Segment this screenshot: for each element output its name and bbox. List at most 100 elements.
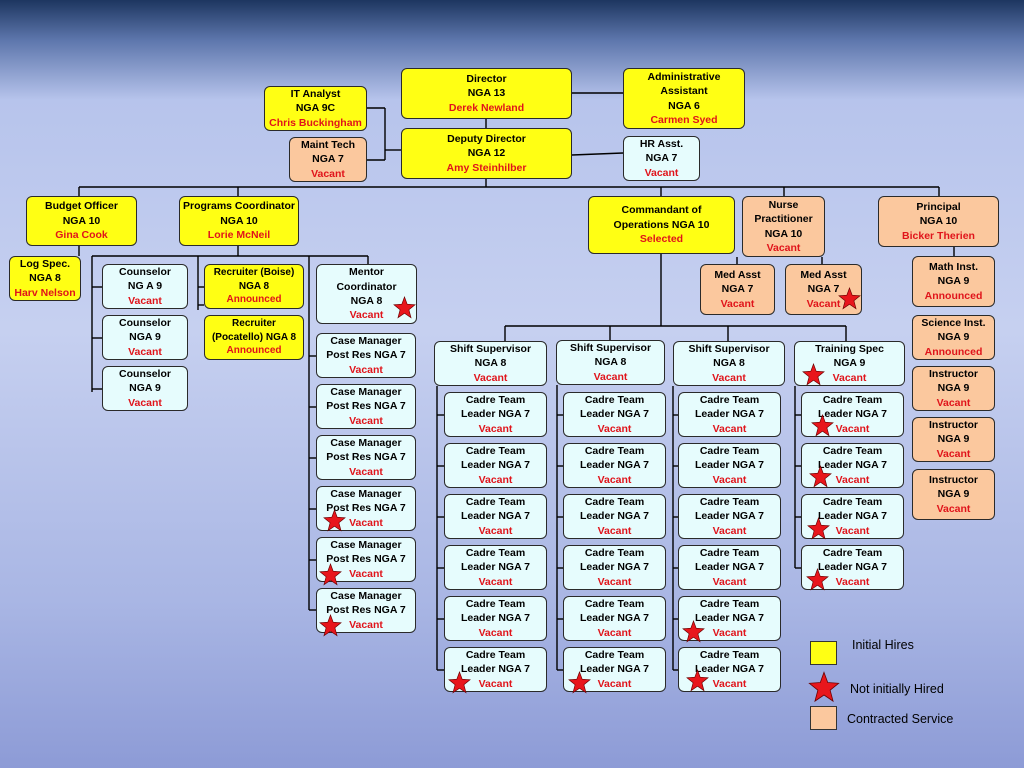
- position-holder-name: Carmen Syed: [650, 113, 718, 126]
- position-holder-name: Vacant: [128, 345, 162, 358]
- legend-not-initially-hired-label: Not initially Hired: [850, 682, 944, 696]
- position-holder-name: Announced: [226, 294, 282, 306]
- position-title-line: Post Res NGA 7: [326, 553, 406, 566]
- position-holder-name: Vacant: [712, 524, 747, 537]
- position-title-line: Leader NGA 7: [460, 612, 531, 625]
- position-title-line: Leader NGA 7: [460, 510, 531, 523]
- position-title-line: Cadre Team: [584, 648, 645, 661]
- position-holder-name: Vacant: [349, 309, 384, 322]
- position-title-line: Case Manager: [330, 589, 402, 602]
- position-holder-name: Vacant: [478, 626, 513, 639]
- position-title-line: NGA 9: [937, 488, 970, 501]
- position-title-line: Leader NGA 7: [579, 459, 650, 472]
- position-title-line: (Pocatello) NGA 8: [211, 331, 297, 343]
- position-title-line: NGA 10: [919, 215, 958, 228]
- position-title-line: Leader NGA 7: [579, 663, 650, 676]
- position-holder-name: Vacant: [936, 396, 971, 409]
- position-holder-name: Vacant: [712, 626, 747, 639]
- position-title-line: Administrative: [647, 70, 721, 83]
- position-title-line: Instructor: [928, 473, 978, 486]
- position-title-line: Shift Supervisor: [449, 342, 532, 355]
- position-holder-name: Vacant: [835, 524, 870, 537]
- position-holder-name: Vacant: [712, 473, 747, 486]
- position-title-line: NGA 9: [129, 331, 161, 344]
- position-holder-name: Vacant: [597, 473, 632, 486]
- position-holder-name: Vacant: [835, 422, 870, 435]
- position-title-line: Cadre Team: [465, 495, 526, 508]
- position-title-line: NGA 10: [220, 214, 258, 227]
- position-title-line: Cadre Team: [699, 495, 760, 508]
- position-title-line: Leader NGA 7: [694, 561, 765, 574]
- position-title-line: HR Asst.: [639, 137, 684, 150]
- position-holder-name: Vacant: [473, 371, 508, 384]
- position-title-line: Assistant: [660, 85, 708, 98]
- position-title-line: NGA 10: [764, 227, 803, 240]
- position-holder-name: Chris Buckingham: [269, 116, 362, 129]
- not-initially-hired-star-icon: [682, 619, 705, 648]
- position-holder-name: Vacant: [597, 575, 632, 588]
- position-title-line: Cadre Team: [699, 648, 760, 661]
- position-holder-name: Vacant: [766, 241, 801, 254]
- position-title-line: Counselor: [119, 316, 171, 329]
- not-initially-hired-star-icon: [807, 516, 830, 545]
- position-title-line: Leader NGA 7: [579, 408, 650, 421]
- position-title-line: Case Manager: [330, 436, 402, 449]
- position-title-line: Cadre Team: [822, 444, 883, 457]
- position-holder-name: Vacant: [712, 371, 746, 384]
- position-title-line: Post Res NGA 7: [326, 502, 406, 515]
- not-initially-hired-star-icon: [806, 567, 829, 596]
- position-title-line: Leader NGA 7: [694, 408, 765, 421]
- position-holder-name: Vacant: [478, 473, 513, 486]
- position-title-line: Cadre Team: [699, 444, 760, 457]
- legend-initial-hires-swatch: [810, 641, 837, 665]
- position-title-line: Leader NGA 7: [579, 612, 650, 625]
- position-title-line: Practitioner: [754, 213, 813, 226]
- position-title-line: Cadre Team: [584, 597, 645, 610]
- position-title-line: Math Inst.: [929, 260, 978, 273]
- position-title-line: Programs Coordinator: [182, 200, 295, 213]
- position-title-line: IT Analyst: [290, 87, 341, 100]
- position-holder-name: Vacant: [349, 618, 383, 631]
- position-title-line: Director: [466, 72, 507, 85]
- not-initially-hired-star-icon: [568, 670, 591, 699]
- position-title-line: Cadre Team: [699, 393, 760, 406]
- position-title-line: NGA 7: [312, 153, 344, 166]
- position-title-line: NGA 12: [467, 147, 506, 160]
- position-holder-name: Vacant: [478, 422, 513, 435]
- position-holder-name: Vacant: [597, 677, 632, 690]
- not-initially-hired-star-icon: [323, 508, 346, 537]
- not-initially-hired-star-icon: [802, 362, 825, 391]
- position-holder-name: Vacant: [349, 414, 383, 427]
- position-title-line: NGA 9: [937, 331, 970, 344]
- position-title-line: Case Manager: [330, 538, 402, 551]
- position-title-line: Shift Supervisor: [569, 341, 652, 354]
- position-holder-name: Vacant: [597, 626, 632, 639]
- position-holder-name: Vacant: [936, 502, 971, 515]
- position-holder-name: Vacant: [478, 575, 513, 588]
- position-title-line: Principal: [916, 200, 961, 213]
- position-title-line: Leader NGA 7: [817, 510, 888, 523]
